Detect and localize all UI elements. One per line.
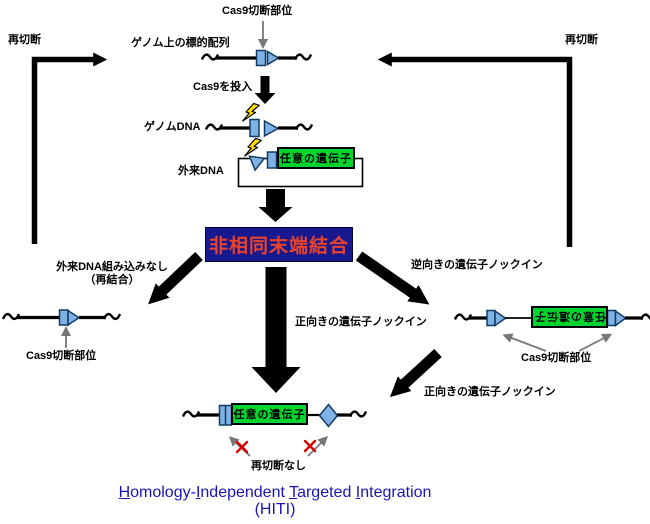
- forward-knockin-label-right: 正向きの遺伝子ノックイン: [424, 386, 556, 398]
- nhej-to-religation-arrow: [148, 252, 203, 305]
- genome-dna-label: ゲノムDNA: [144, 121, 201, 133]
- dna-reverse-knockin-row: [453, 309, 650, 327]
- add-cas9-label: Cas9を投入: [193, 81, 253, 93]
- cut-site-marker-rect: [255, 49, 267, 67]
- recut-feedback-arrow-right: [377, 52, 573, 247]
- gene-box-donor: 任意の遺伝子: [277, 147, 355, 169]
- cut-site-pointer-right-a: [502, 333, 547, 352]
- cas9-cut-site-label-left: Cas9切断部位: [26, 350, 97, 362]
- cas9-cut-site-label-top: Cas9切断部位: [222, 5, 293, 17]
- dna-religated-row: [1, 309, 122, 327]
- gene-box-donor-label: 任意の遺伝子: [280, 153, 352, 165]
- recut-feedback-arrow-left: [31, 52, 108, 244]
- fused-junction-diamond: [318, 403, 339, 428]
- gene-box-forward-label: 任意の遺伝子: [233, 409, 306, 421]
- cut-site-marker-triangle: [266, 50, 280, 66]
- add-cas9-arrow: [254, 76, 276, 104]
- cut-site-pointer-right-b: [578, 333, 613, 352]
- gene-box-reverse: 任意の遺伝子: [531, 306, 608, 328]
- genome-target-seq-label: ゲノム上の標的配列: [131, 37, 230, 49]
- no-recut-label: 再切断なし: [251, 460, 306, 472]
- gene-box-forward: 任意の遺伝子: [231, 403, 308, 425]
- no-integration-line2: （再結合）: [84, 274, 140, 286]
- forward-knockin-label-center: 正向きの遺伝子ノックイン: [295, 316, 427, 328]
- nhej-box: 非相同末端結合: [205, 227, 353, 262]
- recut-label-left: 再切断: [8, 34, 41, 46]
- to-nhej-arrow: [258, 189, 293, 222]
- donor-cut-site-rect: [266, 151, 278, 169]
- no-recut-arrows: [228, 436, 328, 457]
- nhej-to-reverse-knockin-arrow: [355, 251, 430, 305]
- donor-cut-site-triangle: [248, 155, 266, 172]
- no-integration-label: 外来DNA組み込みなし （再結合）: [48, 261, 176, 287]
- diagram-title: Homology-Independent Targeted Integratio…: [75, 484, 475, 518]
- dna-target-row: [200, 49, 313, 67]
- title-line1: Homology-Independent Targeted Integratio…: [118, 484, 432, 501]
- cas9-cut-site-label-right: Cas9切断部位: [521, 352, 592, 364]
- recut-label-right: 再切断: [565, 34, 598, 46]
- foreign-dna-label: 外来DNA: [178, 165, 224, 177]
- reverse-to-forward-knockin-arrow: [389, 348, 442, 398]
- gene-box-reverse-label: 任意の遺伝子: [533, 310, 606, 322]
- nhej-label: 非相同末端結合: [208, 236, 349, 257]
- dna-forward-knockin-row: [181, 403, 368, 428]
- no-integration-line1: 外来DNA組み込みなし: [56, 261, 168, 273]
- title-line2: (HITI): [254, 501, 296, 518]
- reverse-knockin-label: 逆向きの遺伝子ノックイン: [411, 259, 543, 271]
- dna-genome-cut-row: [204, 101, 314, 138]
- nhej-to-forward-knockin-arrow: [251, 267, 301, 393]
